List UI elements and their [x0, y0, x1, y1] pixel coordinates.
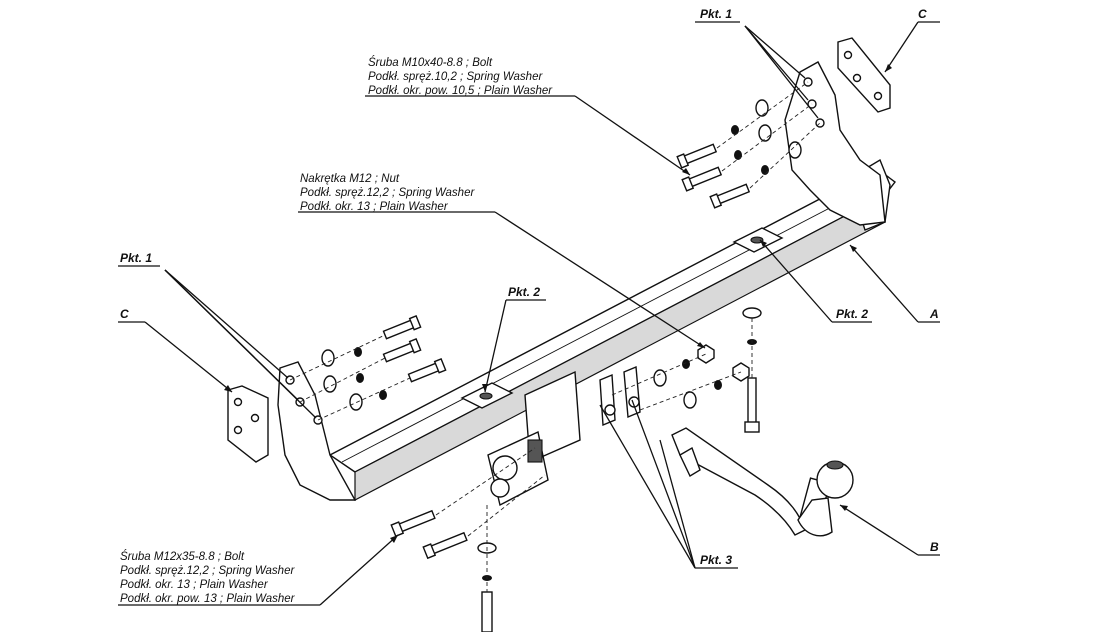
top-bolts [676, 81, 821, 209]
nut-stack [611, 344, 750, 411]
pkt2-plate-right [732, 227, 784, 253]
label-pkt3: Pkt. 3 [700, 553, 732, 567]
note-nut-line2: Podkł. spręż.12,2 ; Spring Washer [300, 187, 475, 199]
note-nut-line3: Podkł. okr. 13 ; Plain Washer [300, 201, 449, 213]
vertical-bolt-bottom [477, 505, 497, 632]
leader-lines [118, 21, 940, 606]
note-top-bolt-line3: Podkł. okr. pow. 10,5 ; Plain Washer [368, 85, 553, 97]
label-pkt1-top: Pkt. 1 [700, 7, 732, 21]
label-c-left: C [120, 307, 129, 321]
label-c-top: C [918, 7, 927, 21]
label-pkt2-left: Pkt. 2 [508, 285, 540, 299]
left-bolts [289, 315, 447, 421]
note-top-bolt-line1: Śruba M10x40-8.8 ; Bolt [368, 56, 493, 69]
right-bracket [784, 37, 891, 226]
label-b: B [930, 540, 939, 554]
note-top-bolt-line2: Podkł. spręż.10,2 ; Spring Washer [368, 71, 543, 83]
bottom-bolts [390, 447, 546, 560]
note-bottom-bolt-line3: Podkł. okr. 13 ; Plain Washer [120, 579, 269, 591]
label-pkt1-left: Pkt. 1 [120, 251, 152, 265]
note-bottom-bolt-line2: Podkł. spręż.12,2 ; Spring Washer [120, 565, 295, 577]
note-bottom-bolt-line4: Podkł. okr. pow. 13 ; Plain Washer [120, 593, 296, 605]
tow-ball [671, 427, 854, 537]
socket-plate [487, 370, 581, 507]
note-bottom-bolt-line1: Śruba M12x35-8.8 ; Bolt [120, 550, 245, 563]
pkt3-lugs [599, 365, 641, 427]
vertical-bolt-right [742, 307, 762, 433]
pkt2-plate-left [460, 382, 514, 409]
note-nut-line1: Nakrętka M12 ; Nut [300, 173, 400, 185]
label-pkt2-right: Pkt. 2 [836, 307, 868, 321]
label-a: A [929, 307, 939, 321]
